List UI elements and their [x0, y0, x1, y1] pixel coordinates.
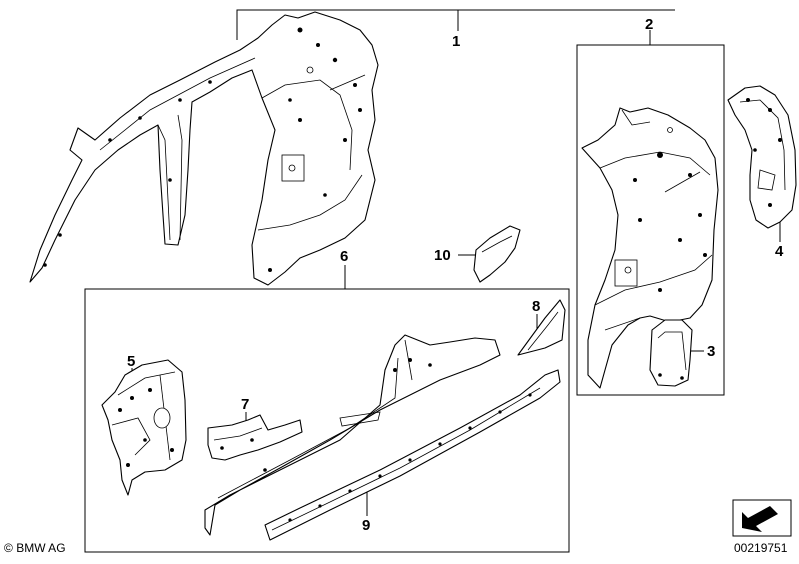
part-6-sill-panel[interactable]	[204, 334, 501, 536]
part-4-wheel-arch[interactable]	[727, 85, 797, 229]
part-5-b-pillar-reinforcement[interactable]	[101, 359, 187, 496]
part-7-bracket[interactable]	[207, 414, 303, 461]
part-8-triangle-trim[interactable]	[517, 299, 566, 356]
callout-6: 6	[340, 248, 349, 265]
diagram-number: 00219751	[734, 541, 788, 555]
callout-3: 3	[707, 343, 716, 360]
group-6-frame	[84, 288, 570, 553]
arrow-icon[interactable]	[732, 499, 792, 537]
copyright-symbol: ©	[4, 541, 13, 555]
callout-5: 5	[127, 353, 136, 370]
callout-4: 4	[775, 243, 784, 260]
callout-1: 1	[452, 33, 461, 50]
callout-7: 7	[241, 396, 250, 413]
brand-name: BMW AG	[16, 541, 66, 555]
part-10-pillar-cap[interactable]	[473, 225, 521, 283]
part-2-quarter-panel[interactable]	[581, 107, 719, 389]
copyright-brand: © BMW AG	[4, 542, 66, 554]
callout-10: 10	[434, 247, 451, 264]
part-9-rocker-rail[interactable]	[264, 369, 561, 541]
callout-8: 8	[532, 298, 541, 315]
part-3-small-panel[interactable]	[649, 319, 693, 387]
callout-2: 2	[645, 16, 654, 33]
part-1-side-frame[interactable]	[29, 11, 379, 286]
group-1-bracket	[236, 9, 675, 40]
callout-9: 9	[362, 517, 371, 534]
